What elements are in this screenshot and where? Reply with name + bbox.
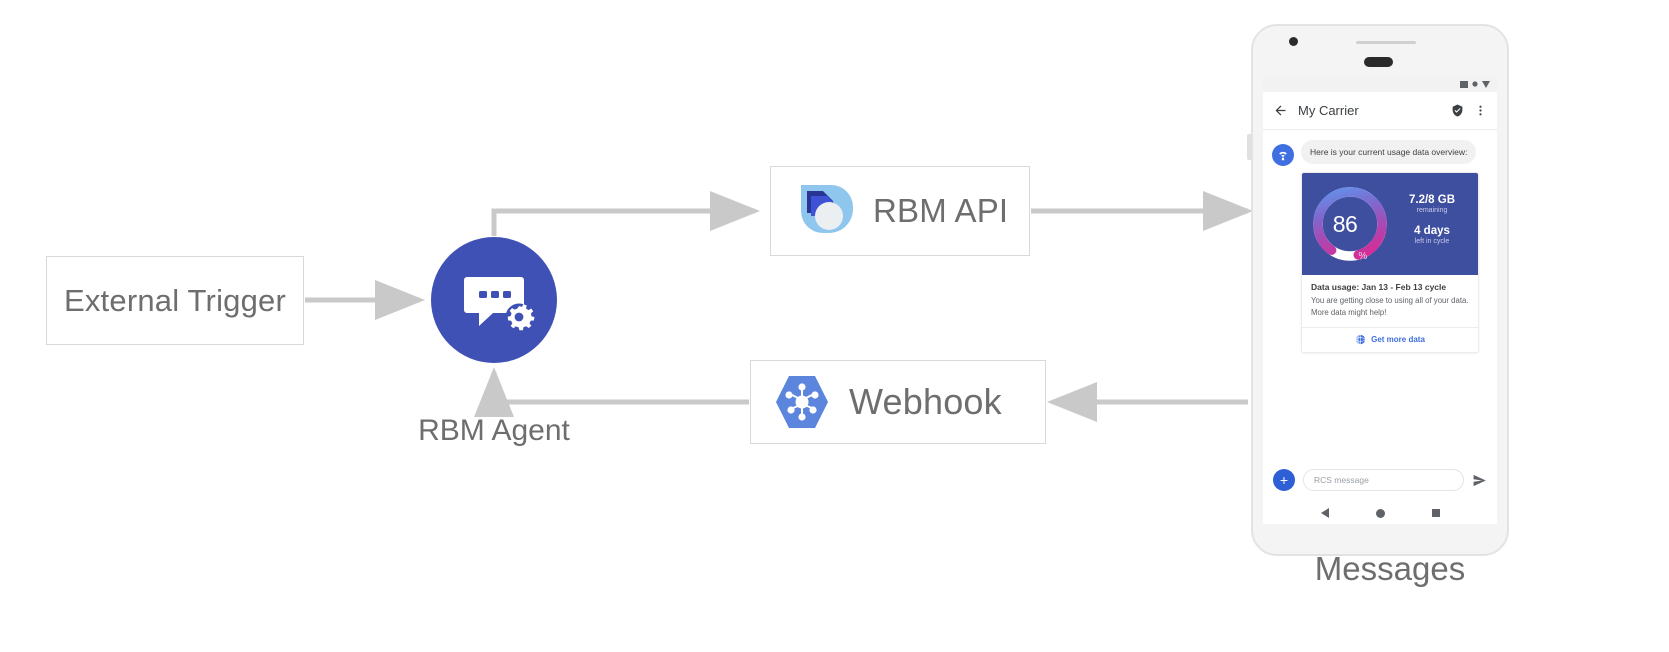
phone-camera [1289,37,1298,46]
wifi-dot-icon [1472,81,1478,87]
add-attachment-button[interactable]: + [1273,469,1295,491]
gauge-center-label: 86 % [1308,182,1392,266]
stat-data-remaining-sub: remaining [1416,207,1448,214]
nav-back-triangle-icon[interactable] [1320,508,1329,518]
status-bar [1263,76,1497,92]
stat-days-left: 4 days [1414,225,1450,237]
external-trigger-label: External Trigger [63,282,287,318]
phone-speaker [1364,57,1393,67]
webhook-label: Webhook [849,381,1002,422]
app-bar: My Carrier [1263,92,1497,130]
back-arrow-icon[interactable] [1273,103,1288,118]
carrier-antenna-icon [1279,151,1287,161]
get-more-data-label: Get more data [1371,335,1425,345]
external-trigger-node: External Trigger [46,256,304,345]
rbm-api-label: RBM API [873,192,1009,229]
signal-icon [1460,80,1468,88]
phone-screen: My Carrier [1263,76,1497,524]
data-usage-rich-card[interactable]: 86 % 7.2/8 GB remaining 4 days left in c… [1301,172,1479,354]
message-composer: + RCS message [1263,462,1497,498]
avatar [1272,144,1294,166]
card-title: Data usage: Jan 13 - Feb 13 cycle [1311,282,1447,292]
globe-icon [1355,335,1366,345]
nav-home-circle-icon[interactable] [1375,508,1385,518]
chat-gear-icon [464,277,535,331]
gauge-unit: % [1358,251,1368,262]
rbm-agent-caption: RBM Agent [418,414,570,447]
more-vertical-icon[interactable] [1474,104,1487,117]
gauge-ring-icon [1313,187,1387,261]
messages-caption: Messages [1314,550,1466,587]
stat-data-remaining: 7.2/8 GB [1408,193,1456,206]
gauge-value: 86 [1332,210,1358,237]
card-body: Data usage: Jan 13 - Feb 13 cycle You ar… [1302,275,1478,322]
message-input[interactable]: RCS message [1303,469,1464,491]
card-description: You are getting close to using all of yo… [1311,296,1469,317]
android-nav-bar [1263,498,1497,524]
incoming-message-bubble: Here is your current usage data overview… [1301,140,1477,165]
webhook-hexagon-icon [776,376,828,428]
get-more-data-button[interactable]: Get more data [1302,328,1478,352]
stat-days-left-sub: left in cycle [1414,238,1450,246]
rbm-api-icon [801,185,853,233]
card-hero: 86 % 7.2/8 GB remaining 4 days left in c… [1302,173,1478,275]
card-divider [1302,327,1478,329]
app-bar-title: My Carrier [1298,103,1359,118]
battery-icon [1482,80,1490,88]
nav-recents-square-icon[interactable] [1431,509,1440,517]
incoming-message-row: Here is your current usage data overview… [1272,140,1488,166]
rbm-api-node: RBM API [770,166,1030,256]
plus-icon: + [1279,472,1289,488]
verified-shield-icon[interactable] [1451,104,1464,117]
webhook-node: Webhook [750,360,1046,444]
phone-mockup: My Carrier [1247,24,1509,556]
rbm-agent-node [431,237,557,363]
usage-gauge: 86 % [1308,182,1392,266]
hero-stats: 7.2/8 GB remaining 4 days left in cycle [1392,193,1478,256]
phone-earpiece [1356,41,1416,44]
phone-side-button[interactable] [1247,134,1251,160]
message-input-placeholder: RCS message [1314,475,1369,485]
send-icon[interactable] [1472,473,1487,488]
conversation-area: Here is your current usage data overview… [1263,130,1497,462]
